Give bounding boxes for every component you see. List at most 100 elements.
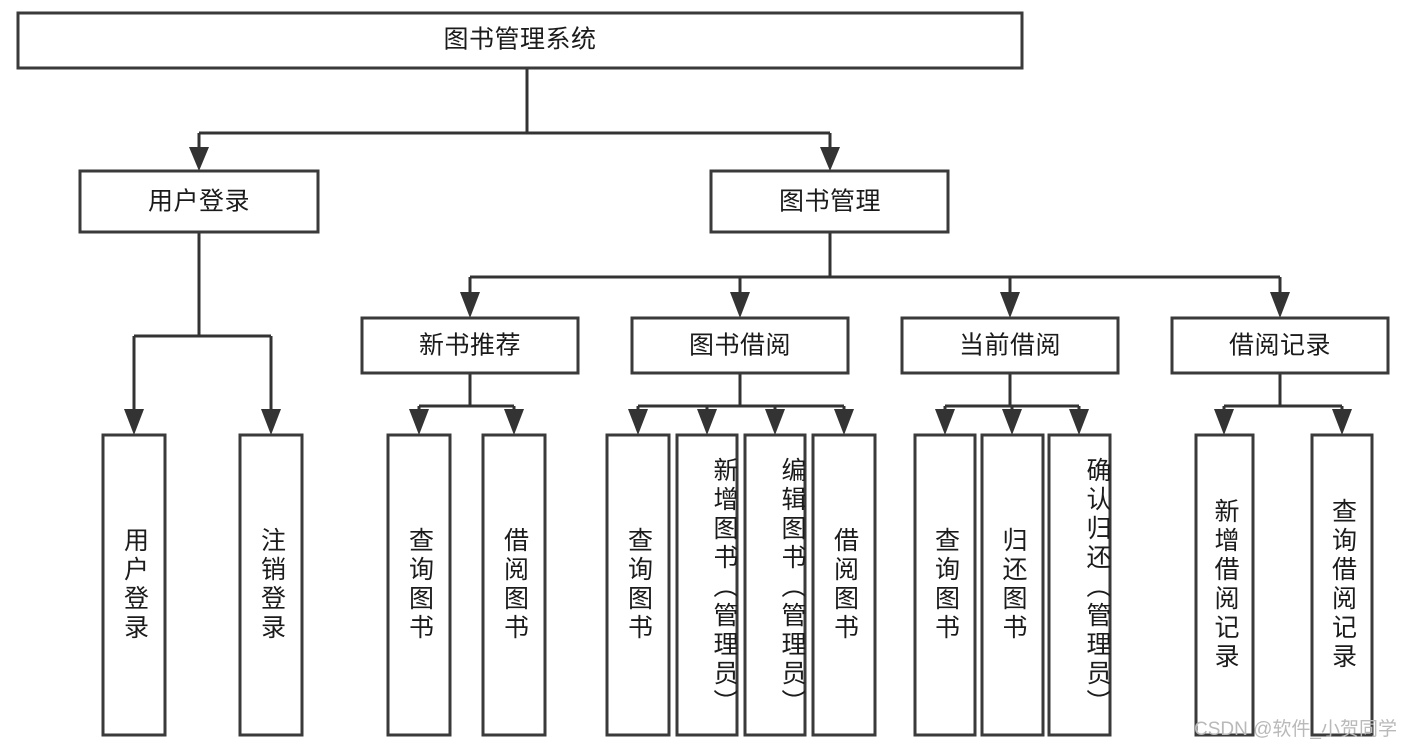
leaf-query-borrow-record-textwrap: 查询借阅记录 [1328,498,1357,672]
leaf-node-query-book-rec[interactable]: 查询图书 [386,433,452,737]
leaf-node-add-borrow-record[interactable]: 新增借阅记录 [1194,433,1255,737]
node-current-borrow[interactable]: 当前借阅 [900,316,1120,375]
node-current-borrow-box[interactable] [900,316,1120,375]
leaf-node-query-book-borrow[interactable]: 查询图书 [605,433,671,737]
leaf-query-borrow-record-label: 查询借阅记录 [1328,498,1357,672]
leaf-add-book-admin-textwrap: 新增图书（管理员） [710,456,737,718]
leaf-user-login-textwrap: 用户登录 [120,527,149,643]
node-root-label: 图书管理系统 [443,26,596,54]
connector-group-user-login [124,232,281,435]
leaf-borrow-book-rec-textwrap: 借阅图书 [500,527,529,643]
arrow-leaf-query-book-rec [409,409,429,435]
node-root-box[interactable] [16,11,1024,70]
leaf-query-borrow-record-box[interactable] [1310,433,1374,737]
arrow-to-borrow-record [1270,292,1290,318]
node-book-borrow-box[interactable] [630,316,850,375]
connector-group-book-borrow [628,373,854,435]
leaf-node-query-borrow-record[interactable]: 查询借阅记录 [1310,433,1374,737]
node-user-login-label: 用户登录 [148,188,250,216]
node-new-book-recommend-box[interactable] [360,316,580,375]
node-current-borrow-label: 当前借阅 [959,332,1061,360]
leaf-node-borrow-book-rec[interactable]: 借阅图书 [481,433,547,737]
node-root[interactable]: 图书管理系统 [16,11,1024,70]
node-book-borrow[interactable]: 图书借阅 [630,316,850,375]
node-user-login[interactable]: 用户登录 [78,169,320,234]
leaf-query-book-borrow-box[interactable] [605,433,671,737]
leaf-query-book-rec-box[interactable] [386,433,452,737]
leaf-logout-box[interactable] [238,433,304,737]
node-borrow-record-label: 借阅记录 [1229,332,1331,360]
leaf-add-borrow-record-label: 新增借阅记录 [1211,498,1239,672]
connector-group-root [189,68,840,171]
leaf-borrow-book-box[interactable] [811,433,877,737]
connector-group-new-book-recommend [409,373,524,435]
leaf-add-book-admin-label: 新增图书（管理员） [710,456,737,718]
leaf-query-book-cur-label: 查询图书 [931,527,960,643]
leaf-return-book-label: 归还图书 [999,527,1027,643]
leaf-node-confirm-return-admin[interactable]: 确认归还（管理员） [1047,433,1112,737]
leaf-node-borrow-book[interactable]: 借阅图书 [811,433,877,737]
node-new-book-recommend-label: 新书推荐 [419,332,521,360]
node-book-borrow-label: 图书借阅 [689,332,791,360]
leaf-user-login-label: 用户登录 [120,527,149,643]
arrow-to-book-borrow [730,292,750,318]
leaf-borrow-book-textwrap: 借阅图书 [830,527,859,643]
leaf-node-query-book-cur[interactable]: 查询图书 [913,433,977,737]
arrow-leaf-edit-book-admin [765,409,785,435]
node-new-book-recommend[interactable]: 新书推荐 [360,316,580,375]
arrow-leaf-logout [261,409,281,435]
leaf-query-book-borrow-label: 查询图书 [624,527,653,643]
arrow-leaf-query-book-borrow [628,409,648,435]
leaf-borrow-book-rec-label: 借阅图书 [500,527,529,643]
leaf-add-borrow-record-box[interactable] [1194,433,1255,737]
leaf-edit-book-admin-box[interactable] [743,433,807,737]
leaf-query-book-borrow-textwrap: 查询图书 [624,527,653,643]
node-user-login-box[interactable] [78,169,320,234]
node-book-manage[interactable]: 图书管理 [709,169,950,234]
arrow-leaf-borrow-book-rec [504,409,524,435]
leaf-node-logout[interactable]: 注销登录 [238,433,304,737]
leaf-query-book-cur-textwrap: 查询图书 [931,527,960,643]
arrow-leaf-query-book-cur [935,409,955,435]
leaf-logout-textwrap: 注销登录 [258,527,286,643]
arrow-to-new-book-recommend [460,292,480,318]
connector-group-book-manage [460,232,1290,318]
leaf-edit-book-admin-textwrap: 编辑图书（管理员） [778,456,805,718]
arrow-leaf-borrow-book [834,409,854,435]
leaf-add-borrow-record-textwrap: 新增借阅记录 [1211,498,1239,672]
arrow-leaf-return-book [1002,409,1022,435]
leaf-confirm-return-admin-textwrap: 确认归还（管理员） [1083,456,1110,718]
leaf-edit-book-admin-label: 编辑图书（管理员） [778,456,805,718]
leaf-query-book-cur-box[interactable] [913,433,977,737]
leaf-add-book-admin-box[interactable] [675,433,739,737]
node-book-manage-box[interactable] [709,169,950,234]
leaf-borrow-book-label: 借阅图书 [830,527,859,643]
node-borrow-record[interactable]: 借阅记录 [1170,316,1390,375]
leaf-node-edit-book-admin[interactable]: 编辑图书（管理员） [743,433,807,737]
leaf-query-book-rec-textwrap: 查询图书 [405,527,434,643]
leaf-user-login-box[interactable] [101,433,167,737]
node-book-manage-label: 图书管理 [779,188,881,216]
leaf-return-book-textwrap: 归还图书 [999,527,1027,643]
arrow-to-book-manage [820,147,840,171]
leaf-confirm-return-admin-label: 确认归还（管理员） [1083,456,1110,718]
arrow-leaf-add-book-admin [697,409,717,435]
leaf-return-book-box[interactable] [980,433,1045,737]
arrow-leaf-user-login [124,409,144,435]
leaf-node-user-login[interactable]: 用户登录 [101,433,167,737]
arrow-leaf-add-borrow-record [1214,409,1234,435]
arrow-leaf-confirm-return-admin [1069,409,1089,435]
arrow-to-current-borrow [1000,292,1020,318]
leaf-node-add-book-admin[interactable]: 新增图书（管理员） [675,433,739,737]
leaf-confirm-return-admin-box[interactable] [1047,433,1112,737]
connector-group-borrow-record [1214,373,1352,435]
node-borrow-record-box[interactable] [1170,316,1390,375]
connector-group-current-borrow [935,373,1089,435]
arrow-leaf-query-borrow-record [1332,409,1352,435]
leaf-borrow-book-rec-box[interactable] [481,433,547,737]
leaf-node-return-book[interactable]: 归还图书 [980,433,1045,737]
leaf-query-book-rec-label: 查询图书 [405,527,434,643]
arrow-to-user-login [189,147,209,171]
